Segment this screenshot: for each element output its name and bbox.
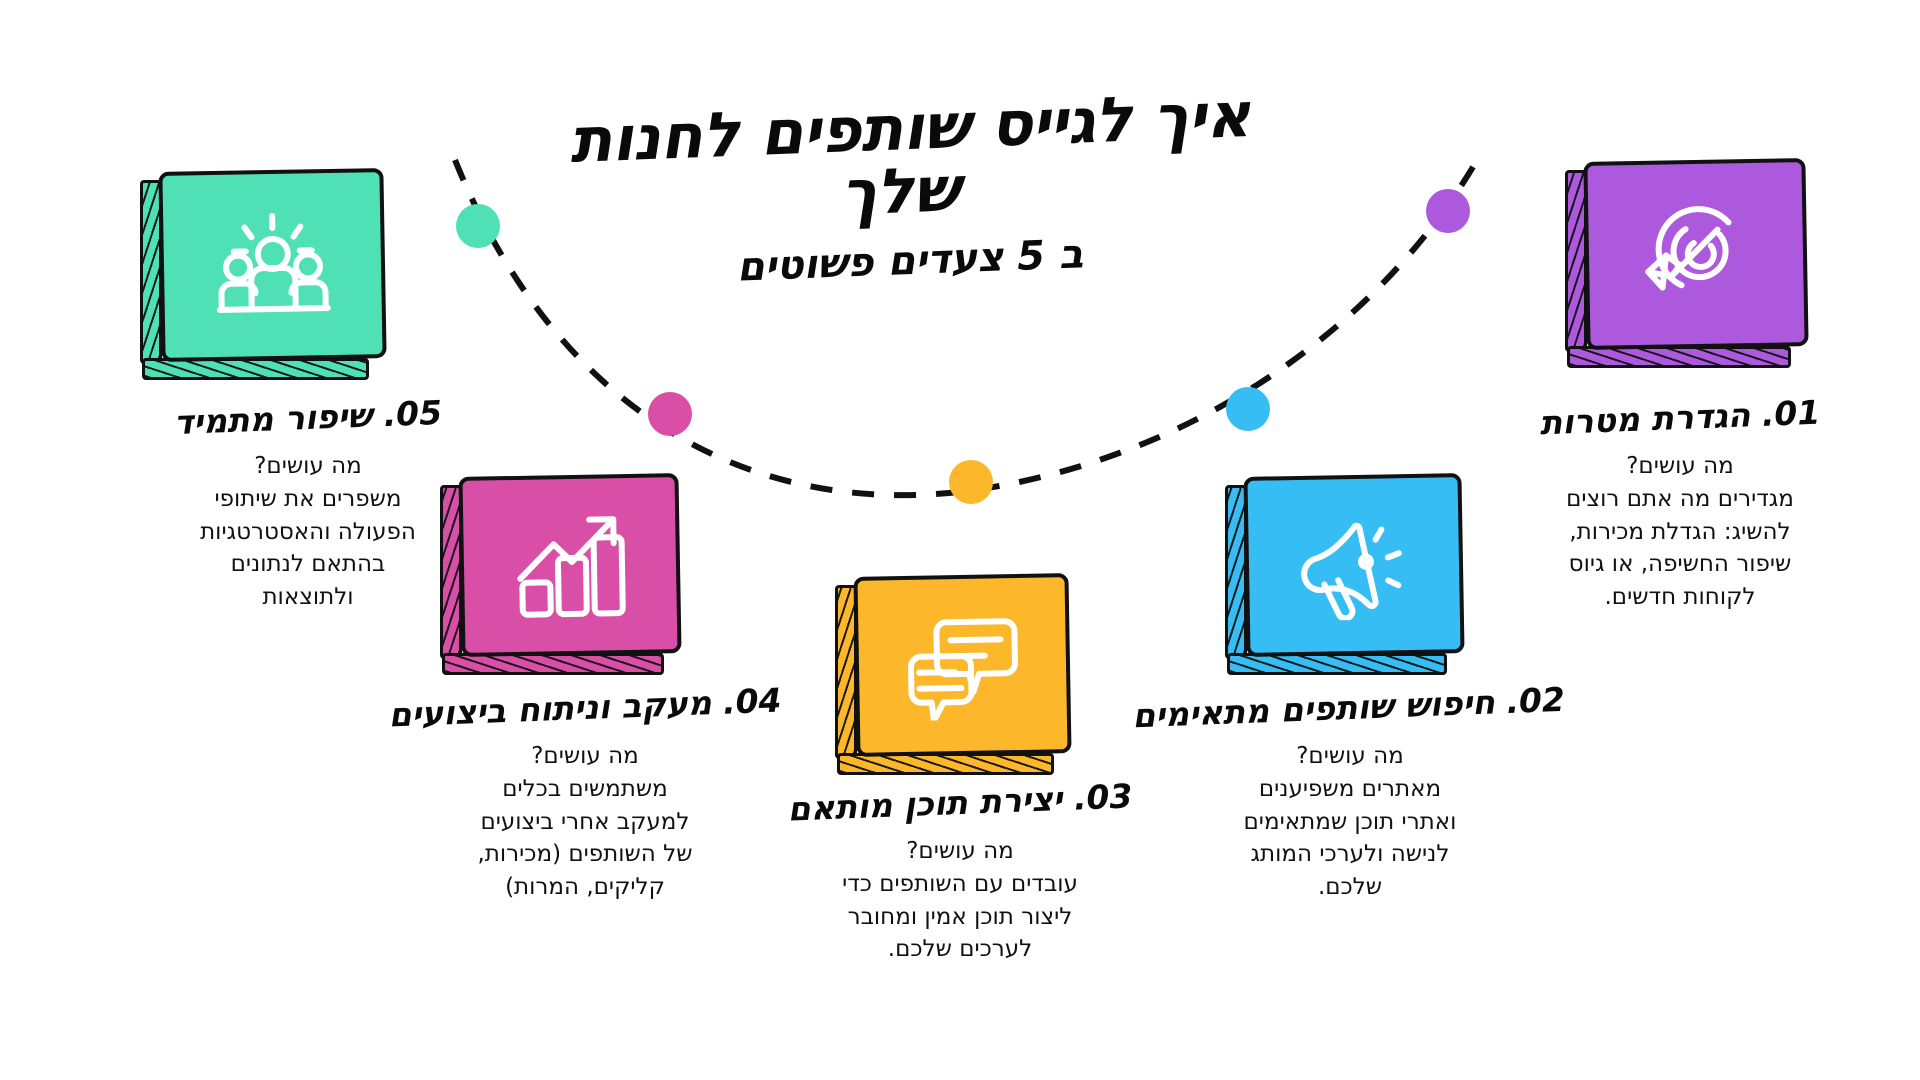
bar-chart-growth-icon [509,509,631,621]
card-edge-hatch-01-right [1565,170,1587,352]
chat-bubbles-icon [902,609,1024,722]
step-text-01: 01. הגדרת מטרות מה עושים? מגדירים מה אתם… [1490,393,1870,614]
card-edge-hatch-04-bottom [442,653,664,675]
step-card-01[interactable] [1565,158,1809,368]
step-text-05: 05. שיפור מתמיד מה עושים? משפרים את שיתו… [118,393,498,614]
step-card-02[interactable] [1225,473,1465,675]
step-card-05[interactable] [140,168,387,380]
target-arrow-icon [1635,198,1757,310]
step-card-face-04 [458,473,682,657]
flow-dot-04 [648,392,692,436]
step-question-04: מה עושים? [531,743,639,770]
step-title-03: 03. יצירת תוכן מותאם [786,776,1134,829]
step-text-02: 02. חיפוש שותפים מתאימים מה עושים? מאתרי… [1132,680,1566,904]
step-card-face-02 [1243,473,1465,657]
step-card-face-05 [158,168,387,362]
page-title: איך לגייס שותפים לחנות שלך ב 5 צעדים פשו… [540,78,1280,291]
step-text-04: 04. מעקב וניתוח ביצועים מה עושים? משתמשי… [375,680,795,904]
people-spotlight-icon [212,209,334,321]
step-title-04: 04. מעקב וניתוח ביצועים [387,680,783,735]
page-subtitle: ב 5 צעדים פשוטים [735,231,1085,292]
step-card-03[interactable] [835,573,1072,775]
step-text-03: 03. יצירת תוכן מותאם מה עושים? עובדים עם… [770,776,1150,966]
step-card-face-03 [853,573,1072,757]
step-question-01: מה עושים? [1626,453,1734,480]
flow-dot-02 [1226,387,1270,431]
flow-dot-05 [456,204,500,248]
step-body-04: משתמשים בכלים למעקב אחרי ביצועים של השות… [477,775,693,900]
step-body-02: מאתרים משפיענים ואתרי תוכן שמתאימים לניש… [1243,775,1457,900]
step-question-05: מה עושים? [254,453,362,480]
step-body-01: מגדירים מה אתם רוצים להשיג: הגדלת מכירות… [1566,485,1794,610]
step-card-04[interactable] [440,473,682,675]
step-title-02: 02. חיפוש שותפים מתאימים [1131,679,1566,736]
step-question-02: מה עושים? [1296,743,1404,770]
step-card-face-01 [1583,158,1809,350]
step-body-05: משפרים את שיתופי הפעולה והאסטרטגיות בהתא… [200,485,416,610]
step-body-03: עובדים עם השותפים כדי ליצור תוכן אמין ומ… [842,870,1078,963]
megaphone-icon [1293,509,1415,622]
step-title-05: 05. שיפור מתמיד [173,392,443,443]
flow-dot-03 [949,460,993,504]
flow-dot-01 [1426,189,1470,233]
step-question-03: מה עושים? [906,838,1014,865]
step-title-01: 01. הגדרת מטרות [1538,392,1821,443]
